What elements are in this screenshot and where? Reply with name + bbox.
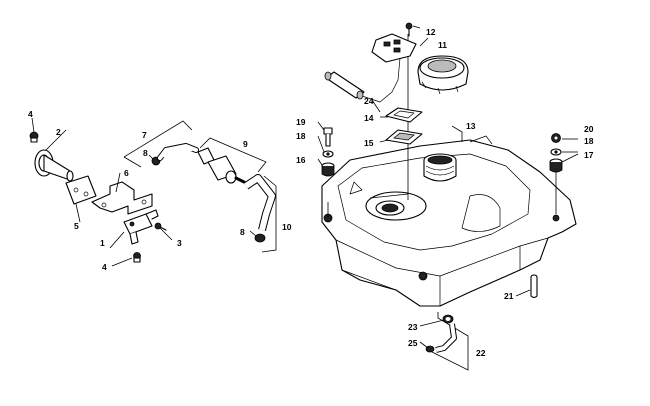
fuel-line-assembly (123, 120, 277, 253)
filler-neck (423, 153, 457, 182)
part-18-washer-left (322, 150, 334, 158)
part-5-mounting-plate (65, 175, 97, 205)
part-18-washer-right (550, 148, 562, 156)
part-19-bolt (323, 127, 333, 147)
callout-4-top: 4 (28, 109, 33, 119)
part-13-fuel-tank (321, 135, 577, 307)
callout-8-bottom: 8 (240, 227, 245, 237)
callout-18-left: 18 (296, 131, 306, 141)
callout-20: 20 (584, 124, 594, 134)
part-3-screw (154, 222, 167, 231)
vent-hose-assembly (425, 312, 469, 371)
part-2-mount-bushing (34, 149, 74, 182)
part-24-fuel-gauge-sender (324, 33, 417, 103)
callout-5: 5 (74, 221, 79, 231)
callout-4-bottom: 4 (102, 262, 107, 272)
part-10-fuel-hose (243, 174, 276, 231)
part-15-seal (385, 129, 423, 145)
callout-7: 7 (142, 130, 147, 140)
part-25-clamp (425, 345, 435, 353)
part-21-pin (530, 274, 538, 299)
callout-9: 9 (243, 139, 248, 149)
callout-2: 2 (56, 127, 61, 137)
part-1-fuel-valve (123, 209, 159, 245)
callout-14: 14 (364, 113, 374, 123)
callout-21: 21 (504, 291, 514, 301)
part-23-clamp (442, 314, 454, 324)
part-20-nut (551, 133, 561, 143)
callout-16: 16 (296, 155, 306, 165)
part-8-clamp-bottom (254, 233, 266, 243)
callout-10: 10 (282, 222, 292, 232)
callout-23: 23 (408, 322, 418, 332)
part-16-grommet (321, 162, 335, 177)
callout-17: 17 (584, 150, 594, 160)
leader-lines (31, 25, 579, 349)
callout-3: 3 (177, 238, 182, 248)
callout-labels: 4 2 1 3 4 5 6 7 8 9 8 10 11 12 13 14 15 … (28, 27, 594, 358)
callout-15: 15 (364, 138, 374, 148)
part-4-screw-top (29, 131, 39, 143)
callout-13: 13 (466, 121, 476, 131)
callout-11: 11 (438, 40, 447, 50)
callout-22: 22 (476, 348, 486, 358)
callout-8-top: 8 (143, 148, 148, 158)
fuel-pump-opening (365, 191, 427, 221)
part-11-fuel-cap (417, 55, 469, 95)
callout-1: 1 (100, 238, 105, 248)
part-14-gasket (385, 107, 423, 123)
callout-24: 24 (364, 96, 374, 106)
part-4-screw-bottom (133, 252, 141, 263)
callout-25: 25 (408, 338, 418, 348)
part-17-grommet (549, 158, 563, 173)
part-9-fuel-filter (197, 147, 246, 184)
part-6-valve-bracket (91, 181, 153, 215)
callout-6: 6 (124, 168, 129, 178)
fuel-valve-assembly (29, 131, 167, 263)
part-12-screw (405, 22, 413, 37)
callout-18-right: 18 (584, 136, 594, 146)
callout-19: 19 (296, 117, 306, 127)
callout-12: 12 (426, 27, 436, 37)
